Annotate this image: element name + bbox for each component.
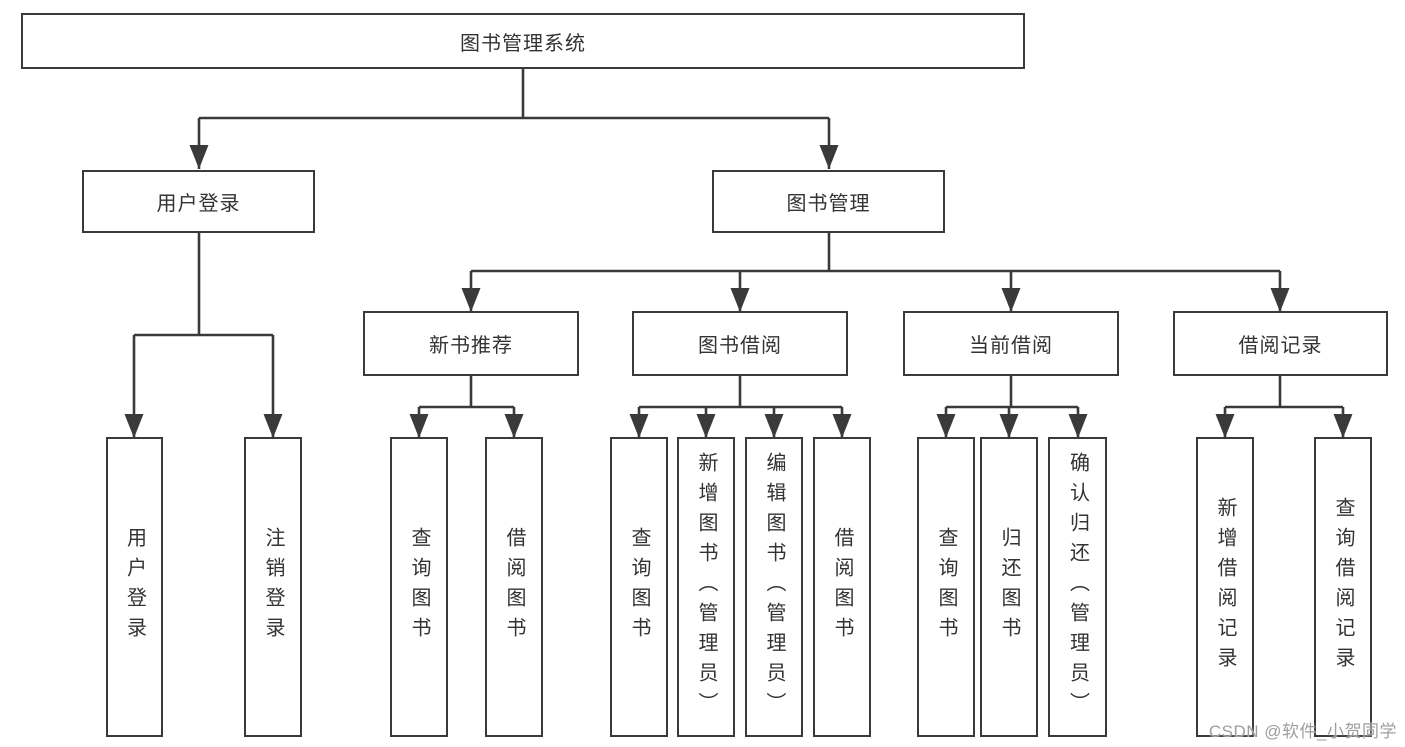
leaf-query-books-current-label: 查询图书 [935,527,957,647]
node-borrow-records: 借阅记录 [1173,311,1388,376]
leaf-query-books-borrow: 查询图书 [610,437,668,737]
leaf-logout-label: 注销登录 [262,527,284,647]
connector-current-borrow [936,376,1088,438]
node-book-borrow: 图书借阅 [632,311,848,376]
connector-borrow-records [1215,376,1353,438]
connector-book-management [461,233,1290,312]
leaf-return-book: 归还图书 [980,437,1038,737]
leaf-confirm-return-admin: 确认归还（管理员） [1048,437,1107,737]
connector-new-book [409,376,524,438]
node-new-book-recommend-label: 新书推荐 [429,335,513,357]
leaf-user-login: 用户登录 [106,437,163,737]
node-book-borrow-label: 图书借阅 [698,335,782,357]
node-library-system-label: 图书管理系统 [460,32,586,55]
leaf-query-borrow-record-label: 查询借阅记录 [1332,497,1354,677]
leaf-borrow-books-newbook-label: 借阅图书 [503,527,525,647]
leaf-edit-book-admin-label: 编辑图书（管理员） [763,452,785,722]
leaf-query-books-borrow-label: 查询图书 [628,527,650,647]
leaf-return-book-label: 归还图书 [998,527,1020,647]
node-book-management-label: 图书管理 [786,193,871,215]
connector-book-borrow [629,376,852,438]
leaf-add-borrow-record-label: 新增借阅记录 [1214,497,1236,677]
leaf-borrow-books-newbook: 借阅图书 [485,437,543,737]
leaf-add-book-admin-label: 新增图书（管理员） [695,452,717,722]
leaf-add-book-admin: 新增图书（管理员） [677,437,735,737]
connector-user-login [124,233,283,438]
node-user-login-label: 用户登录 [156,193,241,215]
node-new-book-recommend: 新书推荐 [363,311,579,376]
leaf-add-borrow-record: 新增借阅记录 [1196,437,1254,737]
node-library-system: 图书管理系统 [21,13,1025,69]
node-current-borrow: 当前借阅 [903,311,1119,376]
node-book-management: 图书管理 [712,170,945,233]
node-borrow-records-label: 借阅记录 [1238,335,1323,357]
leaf-query-books-newbook-label: 查询图书 [408,527,430,647]
leaf-edit-book-admin: 编辑图书（管理员） [745,437,803,737]
connector-root [189,69,839,169]
csdn-watermark: CSDN @软件_小贺同学 [1208,722,1397,741]
node-current-borrow-label: 当前借阅 [969,335,1053,357]
leaf-query-borrow-record: 查询借阅记录 [1314,437,1372,737]
leaf-query-books-newbook: 查询图书 [390,437,448,737]
leaf-logout: 注销登录 [244,437,302,737]
leaf-borrow-books-borrow-label: 借阅图书 [831,527,853,647]
leaf-borrow-books-borrow: 借阅图书 [813,437,871,737]
leaf-query-books-current: 查询图书 [917,437,975,737]
leaf-user-login-label: 用户登录 [123,527,146,647]
node-user-login: 用户登录 [82,170,315,233]
leaf-confirm-return-admin-label: 确认归还（管理员） [1066,452,1089,722]
